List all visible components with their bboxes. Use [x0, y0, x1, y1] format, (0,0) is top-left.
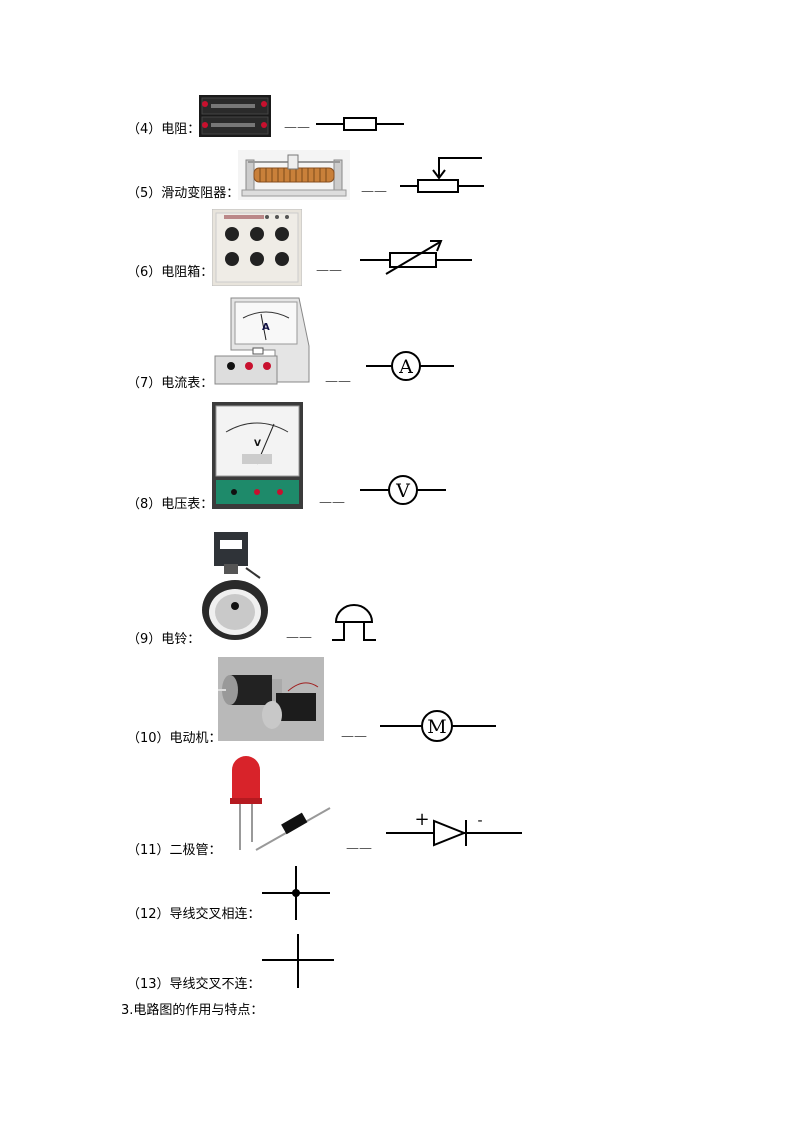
dash-resistance-box: ——	[316, 263, 342, 278]
diode-minus-sign: -	[477, 811, 482, 829]
motor-symbol: M	[380, 710, 496, 742]
resistor-symbol	[316, 117, 404, 131]
diode-plus-sign: +	[414, 809, 429, 830]
voltmeter-symbol: V	[360, 475, 446, 505]
resistance-box-symbol	[360, 240, 472, 275]
label-motor: （10）电动机：	[127, 731, 222, 746]
label-wires-not-connected: （13）导线交叉不连：	[127, 977, 261, 992]
bell-symbol	[332, 604, 376, 641]
ammeter-symbol-letter: A	[398, 356, 413, 378]
label-ammeter: （7）电流表：	[127, 376, 214, 391]
label-resistor: （4）电阻：	[127, 122, 201, 137]
motor-symbol-letter: M	[427, 716, 446, 738]
dash-ammeter: ——	[325, 374, 351, 389]
diode-photo	[226, 752, 334, 854]
svg-text:A: A	[262, 322, 270, 333]
voltmeter-symbol-letter: V	[395, 480, 410, 502]
label-resistance-box: （6）电阻箱：	[127, 265, 214, 280]
dash-rheostat: ——	[361, 184, 387, 199]
rheostat-photo	[238, 150, 350, 200]
label-bell: （9）电铃：	[127, 632, 201, 647]
rheostat-symbol	[400, 157, 484, 193]
ammeter-photo: A	[213, 296, 317, 388]
bell-photo	[198, 524, 272, 644]
dash-motor: ——	[341, 729, 367, 744]
section-heading: 3.电路图的作用与特点：	[121, 1003, 264, 1018]
label-diode: （11）二极管：	[127, 843, 222, 858]
wires-connected-symbol	[262, 866, 330, 920]
resistor-photo	[199, 95, 271, 137]
wires-not-connected-symbol	[262, 934, 334, 988]
label-wires-connected: （12）导线交叉相连：	[127, 907, 261, 922]
diode-symbol: + -	[386, 809, 522, 847]
svg-text:V: V	[254, 439, 261, 449]
ammeter-symbol: A	[366, 351, 454, 381]
dash-bell: ——	[286, 630, 312, 645]
label-voltmeter: （8）电压表：	[127, 497, 214, 512]
dash-voltmeter: ——	[319, 495, 345, 510]
motor-photo	[218, 657, 324, 741]
dash-diode: ——	[346, 841, 372, 856]
dash-resistor: ——	[284, 120, 310, 135]
label-rheostat: （5）滑动变阻器：	[127, 186, 240, 201]
resistance-box-photo	[212, 209, 302, 286]
voltmeter-photo: V	[212, 402, 303, 509]
